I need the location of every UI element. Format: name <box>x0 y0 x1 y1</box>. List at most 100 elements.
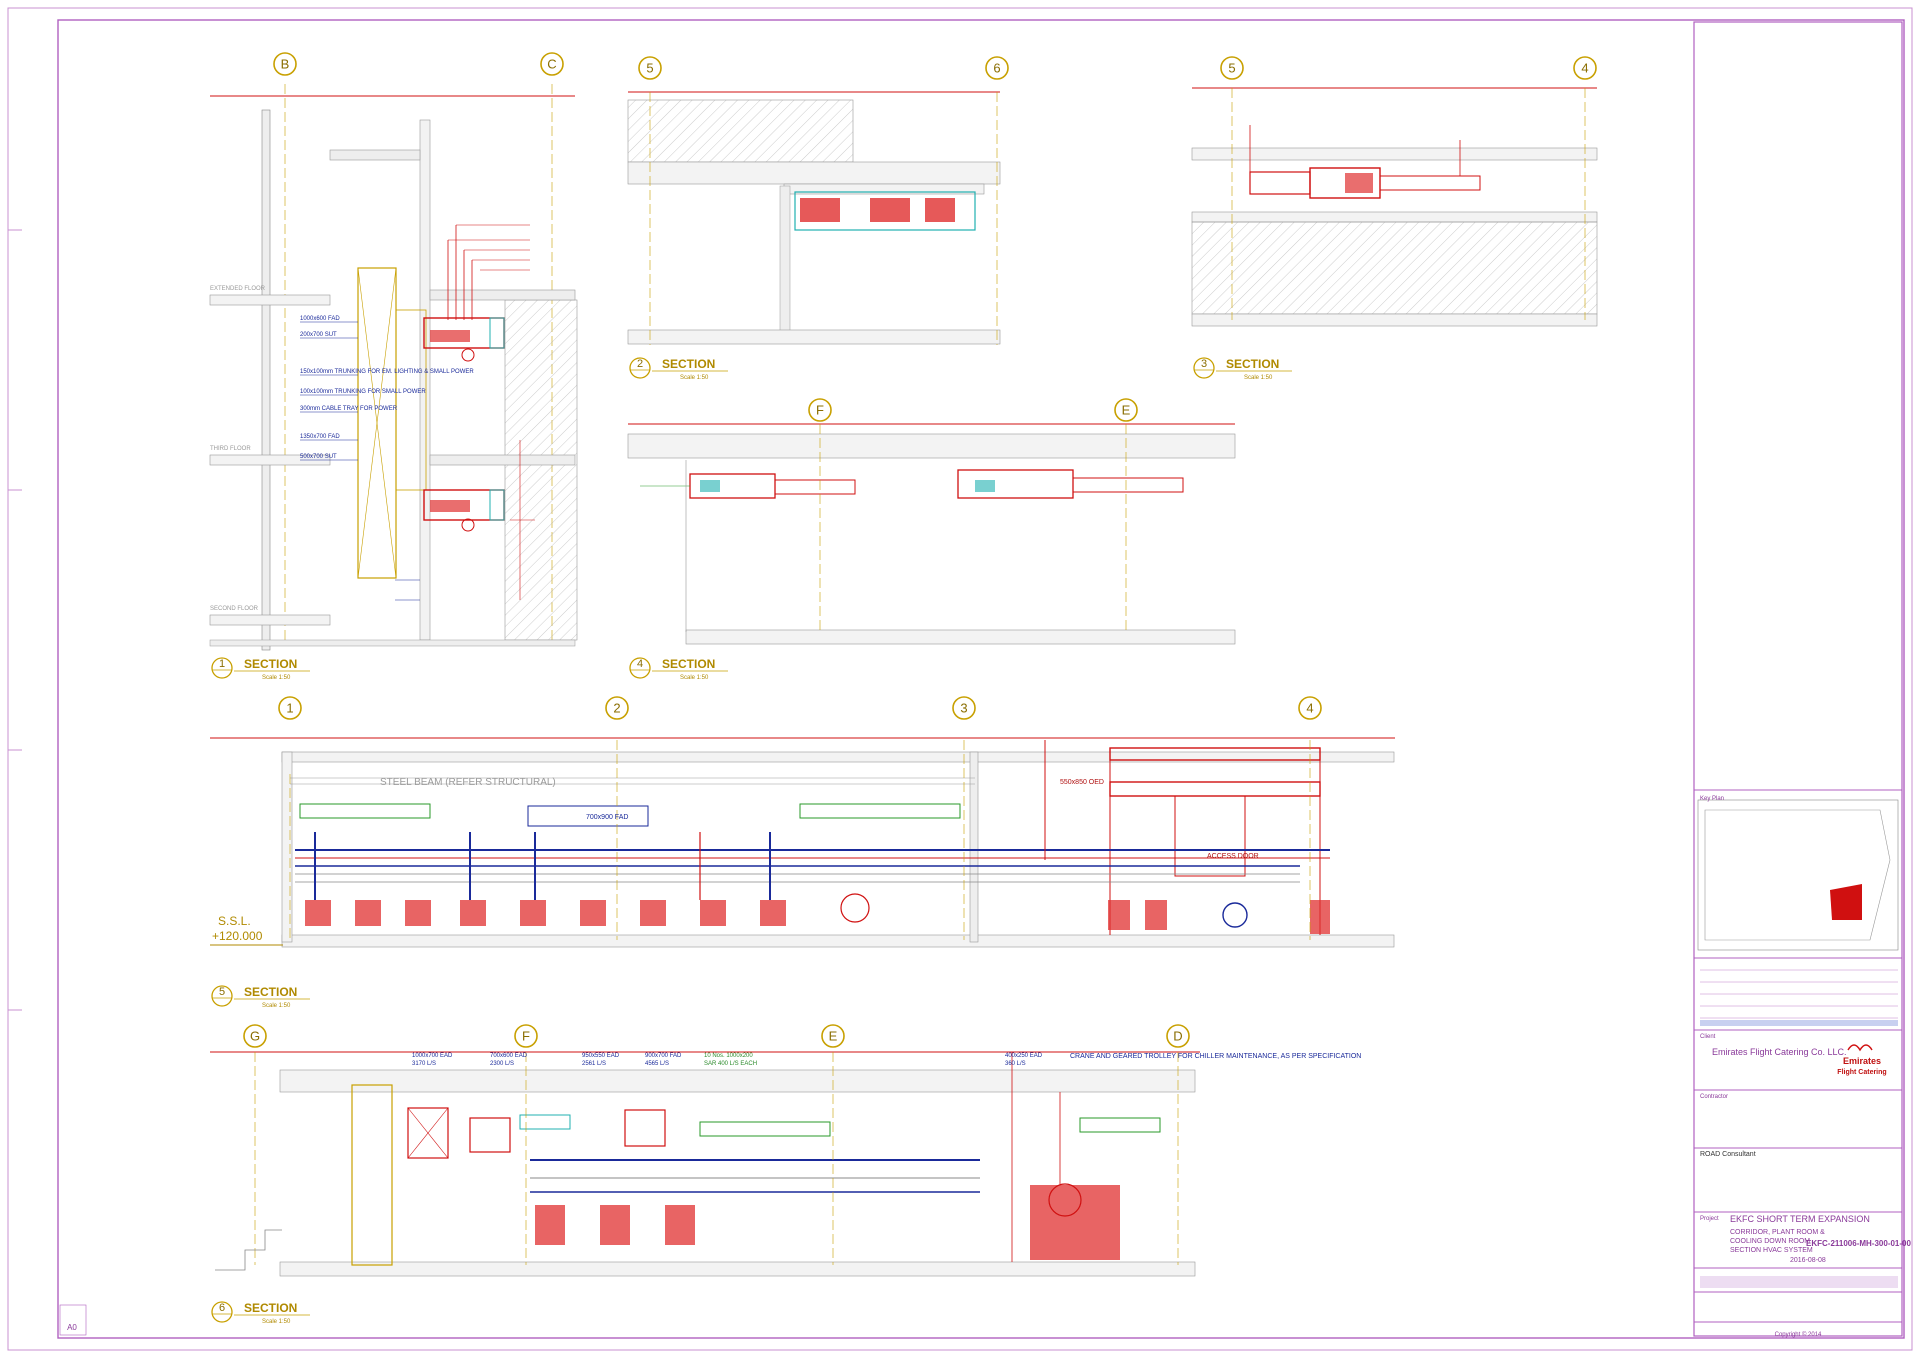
section-tag-number: 1 <box>219 658 225 670</box>
grid-bubble-label: 3 <box>960 701 967 716</box>
grid-bubble <box>1573 56 1597 80</box>
sheet-size: A0 <box>67 1323 77 1332</box>
sec1-note-4: 100x100mm TRUNKING FOR SMALL POWER <box>300 389 426 395</box>
grid-bubble <box>1166 1024 1190 1048</box>
grid-bubble <box>273 52 297 76</box>
key-plan-highlight <box>1830 884 1862 920</box>
section-tag-circle <box>629 357 651 379</box>
sec6-duct-2-flow: 2300 L/S <box>490 1061 514 1067</box>
grid-bubble <box>278 696 302 720</box>
section-tag-circle <box>211 657 233 679</box>
crane-note: CRANE AND GEARED TROLLEY FOR CHILLER MAI… <box>1070 1053 1361 1060</box>
access-door-label: ACCESS DOOR <box>1207 853 1259 860</box>
grid-bubble <box>605 696 629 720</box>
grid-bubble-label: E <box>829 1029 838 1044</box>
key-plan-box <box>1697 799 1899 951</box>
section-tag-scale: Scale 1:50 <box>262 675 291 681</box>
grid-bubble <box>514 1024 538 1048</box>
section-tag-circle <box>1193 357 1215 379</box>
section-tag-number: 3 <box>1201 358 1207 370</box>
client-logo-text: Emirates <box>1843 1056 1881 1066</box>
section-tag-scale: Scale 1:50 <box>262 1003 291 1009</box>
section-1-drawing <box>209 84 578 651</box>
section-tag-title: SECTION <box>244 985 297 999</box>
grid-bubble <box>1114 398 1138 422</box>
sec1-note-6: 1350x700 FAD <box>300 434 340 440</box>
sec6-duct-6-size: 400x250 EAD <box>1005 1053 1043 1059</box>
project-label: Project <box>1700 1216 1719 1222</box>
section-3-drawing <box>1191 87 1598 327</box>
fad-main-label: 700x900 FAD <box>586 814 628 821</box>
section-tag-circle <box>629 657 651 679</box>
section-tag-title: SECTION <box>1226 357 1279 371</box>
section-tag-title: SECTION <box>662 357 715 371</box>
grid-bubble-label: 1 <box>286 701 293 716</box>
grid-bubble-label: E <box>1122 403 1131 418</box>
sec6-duct-4-size: 900x700 FAD <box>645 1053 682 1059</box>
key-plan-label: Key Plan <box>1700 796 1724 802</box>
sec1-note-2: 200x700 SUT <box>300 332 337 338</box>
ssl-label: S.S.L. <box>218 914 251 928</box>
grid-bubble-label: 6 <box>993 61 1000 76</box>
section-tag-scale: Scale 1:50 <box>680 375 709 381</box>
sec1-floor-1: EXTENDED FLOOR <box>210 286 266 292</box>
outer-border <box>7 7 1913 1351</box>
grid-bubble-label: 4 <box>1581 61 1588 76</box>
title-block <box>1693 21 1903 1337</box>
section-tag-number: 4 <box>637 658 643 670</box>
drawing-title-3: SECTION HVAC SYSTEM <box>1730 1247 1813 1254</box>
crane-note-text: CRANE AND GEARED TROLLEY FOR CHILLER MAI… <box>1070 1053 1361 1060</box>
section-2-drawing <box>627 91 1001 345</box>
section-4-drawing <box>627 423 1236 645</box>
sec6-duct-2-size: 700x600 EAD <box>490 1053 528 1059</box>
grid-bubble <box>952 696 976 720</box>
sec6-duct-3-flow: 2561 L/S <box>582 1061 606 1067</box>
oed-label: 550x850 OED <box>1060 779 1104 786</box>
grid-bubble-label: F <box>816 403 824 418</box>
grid-bubble-label: 5 <box>646 61 653 76</box>
sec1-note-7: 500x700 SUT <box>300 454 337 460</box>
section-tag-scale: Scale 1:50 <box>262 1319 291 1325</box>
section-tag-title: SECTION <box>662 657 715 671</box>
contractor-label: Contractor <box>1700 1094 1728 1100</box>
grid-bubble-label: C <box>547 57 556 72</box>
grid-bubble <box>243 1024 267 1048</box>
grid-bubble-label: F <box>522 1029 530 1044</box>
consultant-name: ROAD Consultant <box>1700 1151 1756 1158</box>
section-tag-scale: Scale 1:50 <box>1244 375 1273 381</box>
sec1-note-3: 150x100mm TRUNKING FOR EM. LIGHTING & SM… <box>300 369 474 375</box>
sec6-duct-5-flow: SAR 400 L/S EACH <box>704 1061 757 1067</box>
ssl-level: +120.000 <box>212 929 263 943</box>
sec6-duct-3-size: 950x550 EAD <box>582 1053 620 1059</box>
grid-bubble-label: 2 <box>613 701 620 716</box>
client-logo-sub: Flight Catering <box>1837 1069 1886 1076</box>
grid-bubble <box>821 1024 845 1048</box>
drawing-number: EKFC-211006-MH-300-01-00 <box>1806 1239 1911 1248</box>
client-name: Emirates Flight Catering Co. LLC. <box>1712 1047 1847 1057</box>
section-tag-scale: Scale 1:50 <box>680 675 709 681</box>
grid-bubble <box>1220 56 1244 80</box>
sec6-duct-1-flow: 3170 L/S <box>412 1061 436 1067</box>
section-tag-number: 5 <box>219 986 225 998</box>
grid-bubble <box>985 56 1009 80</box>
grid-bubble <box>1298 696 1322 720</box>
drawing-date: 2016-08-08 <box>1790 1257 1826 1264</box>
section-tag-title: SECTION <box>244 657 297 671</box>
section-tag-circle <box>211 985 233 1007</box>
grid-bubble-label: 4 <box>1306 701 1313 716</box>
inner-border <box>57 19 1905 1339</box>
section-tag-number: 6 <box>219 1302 225 1314</box>
steel-beam-label: STEEL BEAM (REFER STRUCTURAL) <box>380 777 556 788</box>
sec1-floor-2: THIRD FLOOR <box>210 446 251 452</box>
grid-bubble <box>540 52 564 76</box>
grid-bubble-label: D <box>1173 1029 1182 1044</box>
sec6-duct-5-size: 10 Nos. 1000x200 <box>704 1053 753 1059</box>
section-5-drawing <box>210 737 1395 948</box>
sec6-duct-1-size: 1000x700 EAD <box>412 1053 453 1059</box>
sec1-note-1: 1000x600 FAD <box>300 316 340 322</box>
grid-bubble-label: 5 <box>1228 61 1235 76</box>
sec6-duct-4-flow: 4565 L/S <box>645 1061 669 1067</box>
